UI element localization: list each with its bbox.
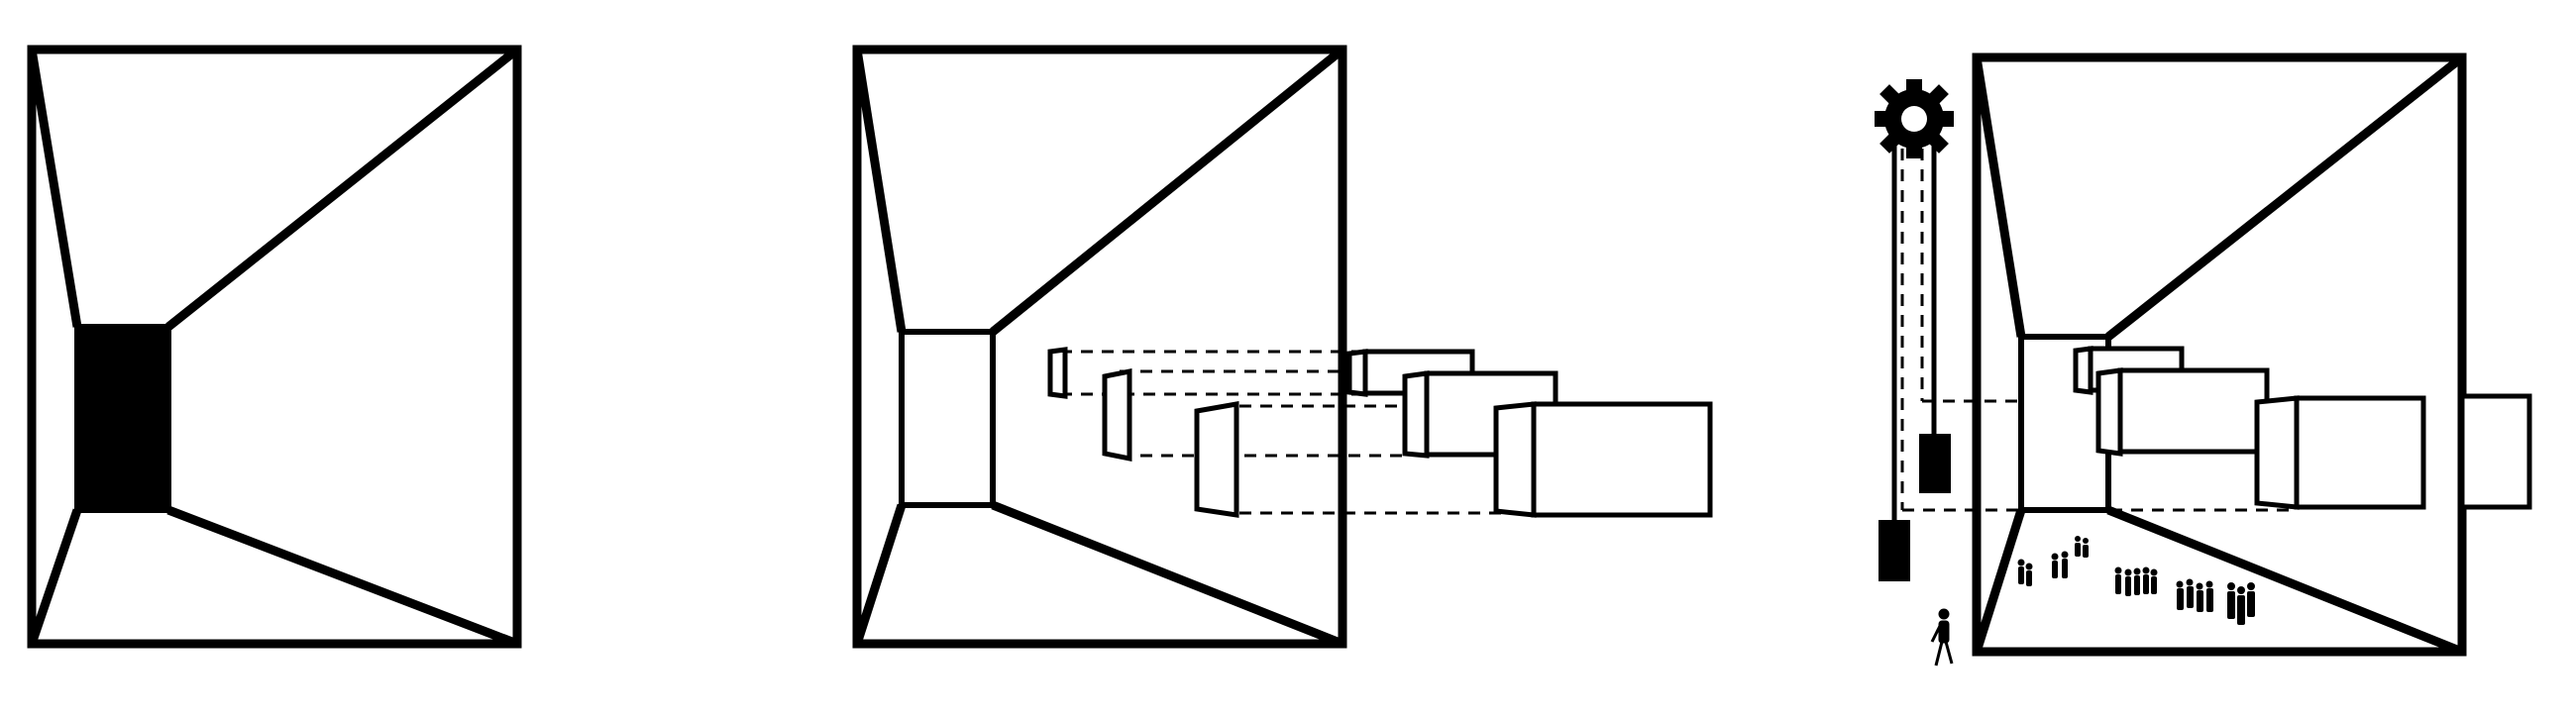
person-icon (2114, 566, 2122, 594)
wall-frame-small (1047, 347, 1068, 399)
person-icon (2196, 582, 2203, 612)
person-icon (2237, 586, 2245, 625)
person-icon (2075, 536, 2081, 557)
person-icon (2150, 568, 2158, 594)
person-icon (2247, 582, 2255, 617)
counterweight-icon (1878, 520, 1910, 581)
back-wall-filled (74, 324, 171, 513)
wall-frame-medium (1102, 367, 1132, 463)
crowd-figures (2017, 536, 2255, 625)
person-icon (2205, 580, 2213, 612)
person-icon (2133, 567, 2141, 595)
person-icon (2176, 580, 2184, 610)
person-icon (2124, 568, 2132, 596)
outer-frame (1972, 52, 2467, 657)
edge-bottom-left (27, 508, 82, 646)
person-icon (2227, 582, 2235, 619)
mechanism-frame-medium (2095, 367, 2270, 457)
person-icon (1930, 608, 1954, 667)
person-icon (2051, 553, 2059, 578)
edge-top-right (165, 46, 520, 331)
person-icon (2186, 578, 2194, 608)
counterweight-icon (1919, 434, 1951, 493)
person-icon (2061, 551, 2069, 578)
gear-icon (1875, 79, 1954, 158)
edge-bottom-right (166, 505, 519, 649)
projected-frame-large (1493, 401, 1713, 518)
outer-frame (852, 45, 1347, 649)
panel-projection (852, 45, 1713, 649)
person-icon (2083, 538, 2089, 558)
side-protrusion (2459, 393, 2532, 510)
back-wall-open (899, 329, 996, 508)
panel-mechanism (1875, 52, 2532, 667)
person-icon (2142, 566, 2150, 594)
wall-frame-large (1194, 401, 1239, 518)
person-icon (2025, 563, 2033, 586)
outer-frame (27, 45, 522, 649)
mechanism-frame-large (2254, 395, 2426, 510)
panel-closed-box (27, 45, 522, 649)
edge-top-left (27, 49, 82, 328)
person-icon (2017, 559, 2025, 584)
